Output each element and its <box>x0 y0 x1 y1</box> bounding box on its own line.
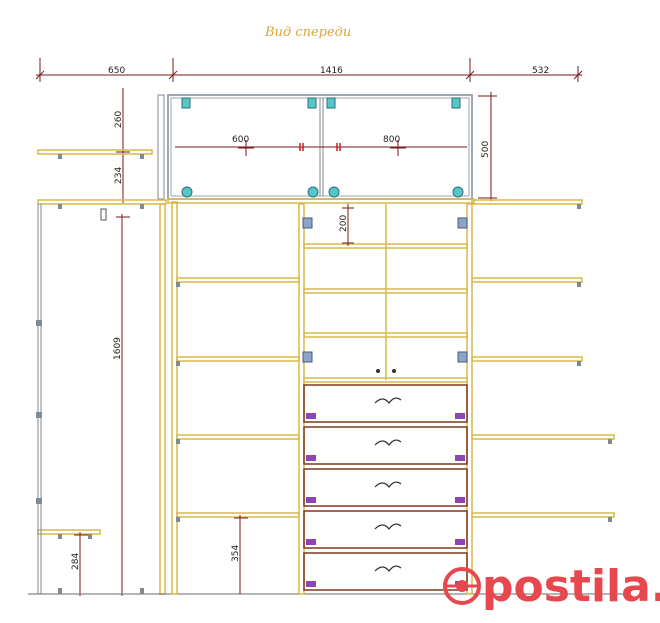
top-dimension-line <box>35 58 583 82</box>
drawer-gap-dimension <box>342 204 354 246</box>
dim-mezzanine-height: 500 <box>481 141 491 158</box>
dim-left-low: 284 <box>71 553 81 570</box>
dim-top-height-2: 234 <box>114 167 124 184</box>
dim-door-left: 600 <box>232 135 249 145</box>
watermark: postila.ru <box>443 561 660 612</box>
dim-left-width: 650 <box>108 66 125 76</box>
drawing-title: Вид спереди <box>264 25 351 40</box>
center-cabinet <box>298 203 473 595</box>
dim-right-width: 532 <box>532 66 549 76</box>
center-left-section <box>167 198 475 595</box>
left-tall-dimension <box>116 214 130 596</box>
right-section <box>471 199 615 518</box>
dim-mid-low: 354 <box>231 545 241 562</box>
circle-logo-icon <box>443 567 481 605</box>
door-hinges <box>302 217 468 363</box>
dim-center-width: 1416 <box>320 66 343 76</box>
watermark-text: postila.ru <box>482 561 660 612</box>
drawer-stack <box>303 384 468 591</box>
dim-drawer-gap: 200 <box>339 215 349 232</box>
dim-top-height-1: 260 <box>114 111 124 128</box>
dim-door-right: 800 <box>383 135 400 145</box>
dim-left-tall: 1609 <box>113 337 123 360</box>
shelf-brackets <box>36 154 612 594</box>
left-upper-dimensions <box>116 88 130 203</box>
left-low-dimension <box>74 532 88 596</box>
left-section <box>37 149 167 595</box>
mezzanine-cabinet <box>157 94 473 200</box>
mid-low-dimension <box>234 515 248 594</box>
mezzanine-hinges <box>181 97 464 198</box>
drawer-handles <box>374 397 402 572</box>
drawer-slides <box>306 413 465 587</box>
mezzanine-height-dimension <box>478 92 497 201</box>
